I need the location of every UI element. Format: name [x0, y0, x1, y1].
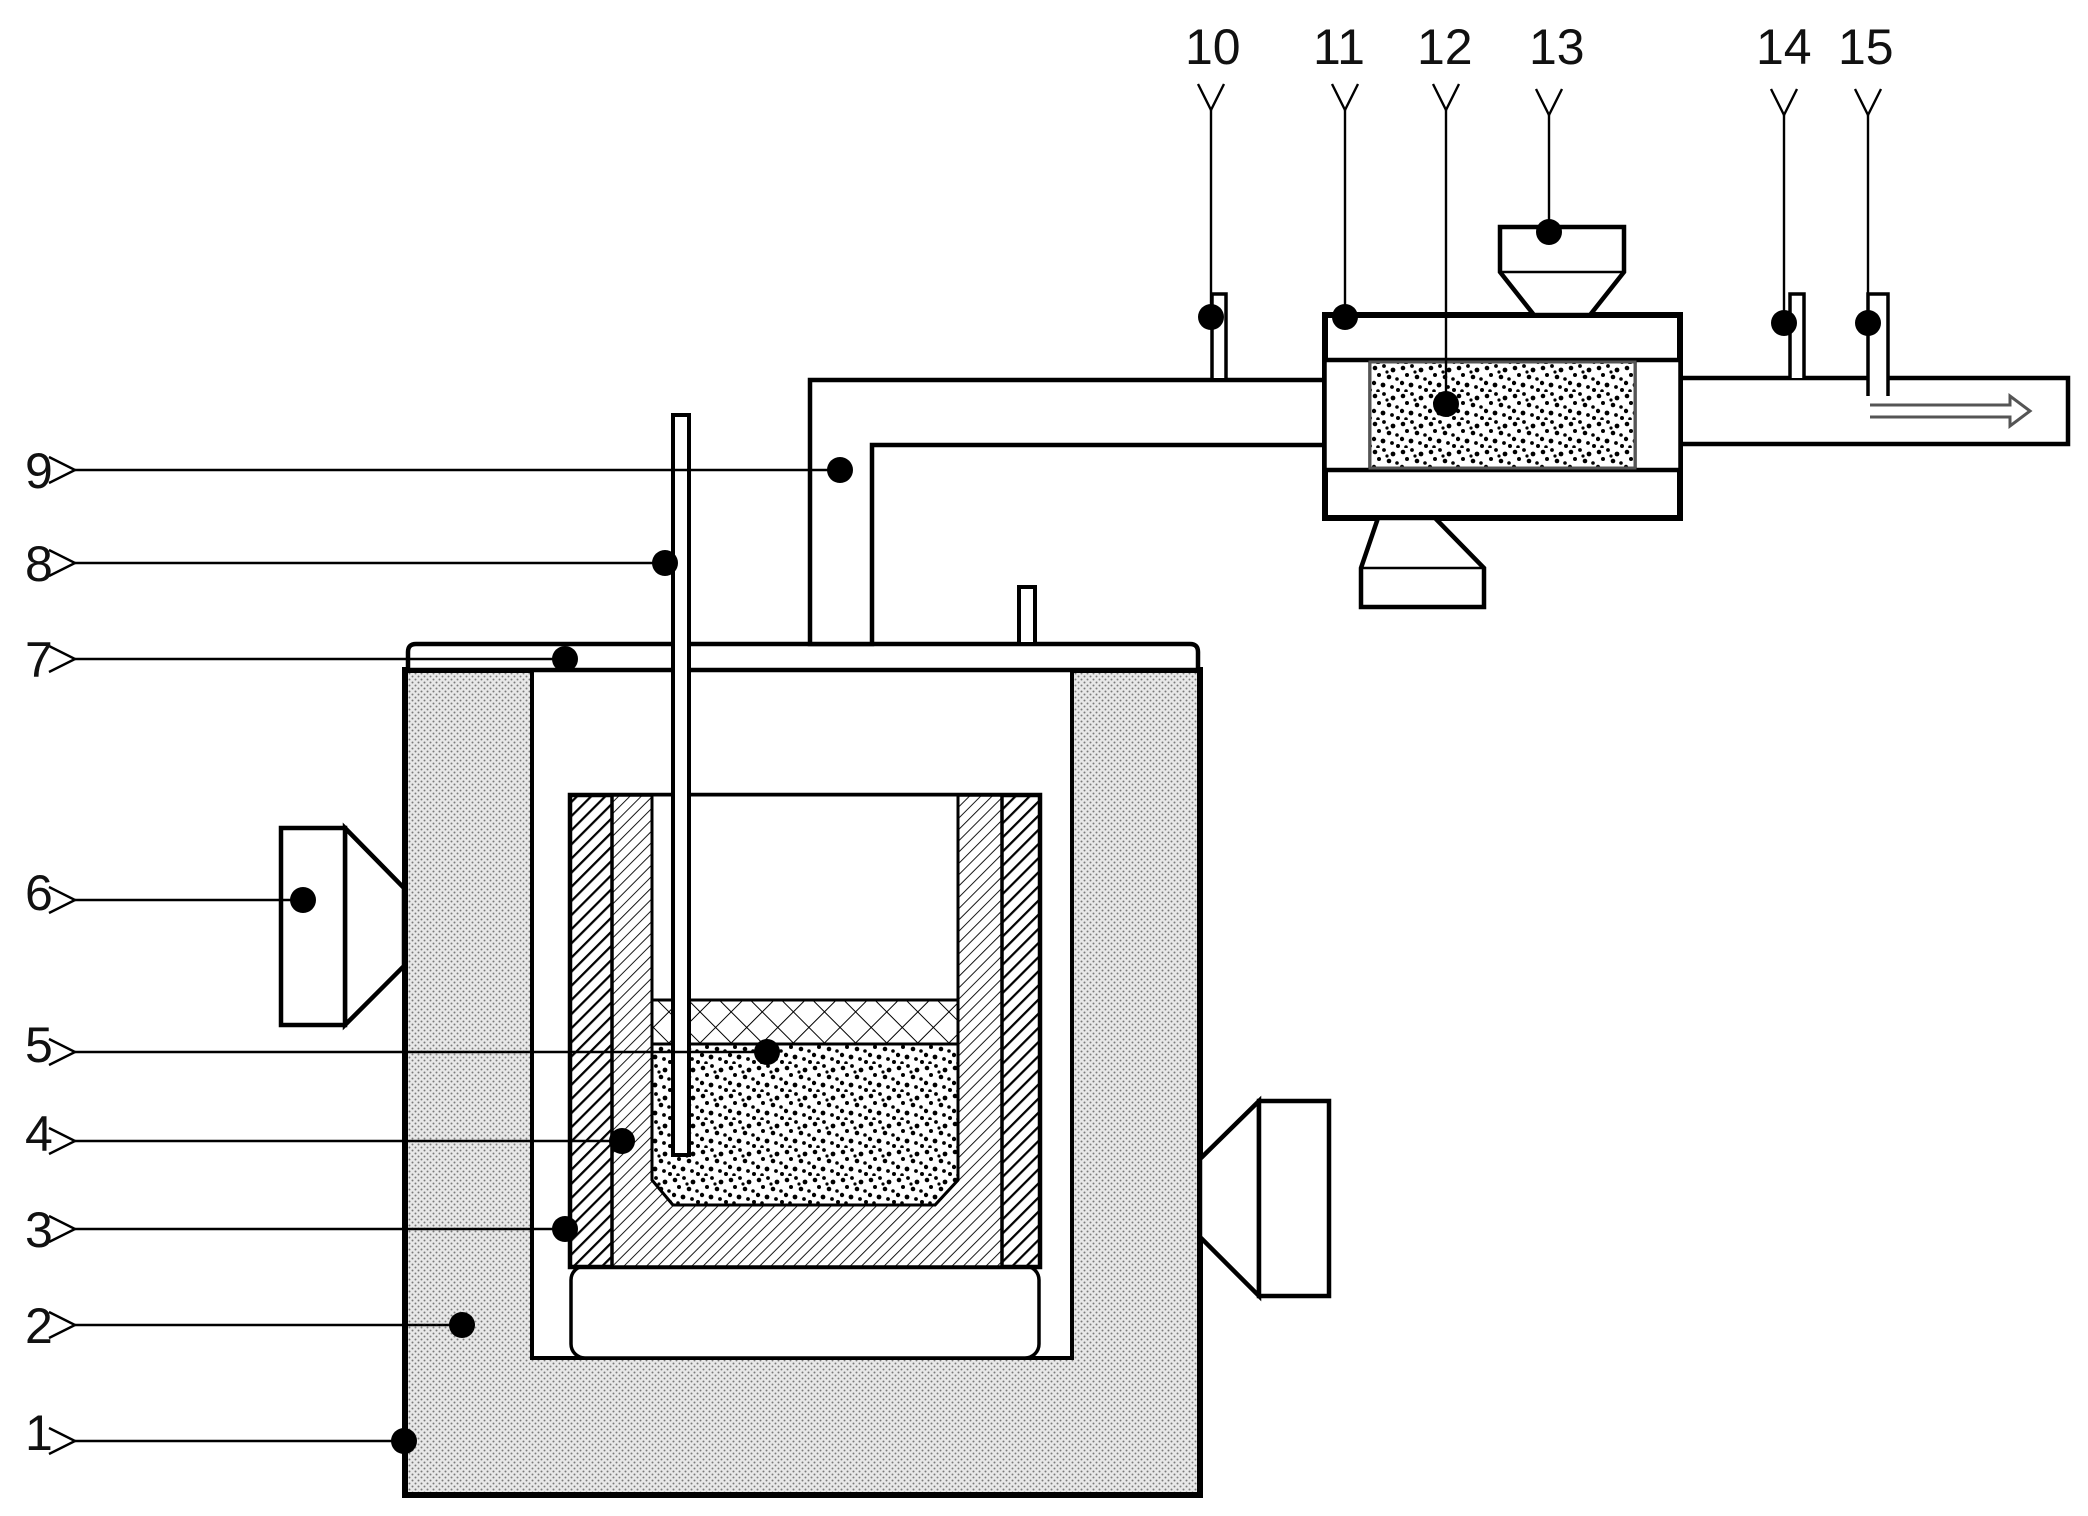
filter-right-cap: [1633, 358, 1682, 472]
left-heater-port: [278, 822, 407, 1031]
lid-vent-pipe: [1017, 585, 1037, 646]
label-12: 12: [1417, 19, 1473, 75]
label-2: 2: [25, 1298, 53, 1354]
label-5: 5: [25, 1017, 53, 1073]
marker-dot-11: [1332, 304, 1358, 330]
marker-dot-15: [1855, 310, 1881, 336]
marker-dot-8: [652, 550, 678, 576]
bottom-hopper: [1358, 515, 1487, 610]
label-14: 14: [1756, 19, 1812, 75]
marker-dot-7: [552, 646, 578, 672]
top-leaders: [1211, 110, 1868, 404]
top-labels: 10 11 12 13 14 15: [1185, 19, 1894, 75]
marker-dot-10: [1198, 304, 1224, 330]
filter-left-cap: [1323, 358, 1372, 472]
outlet-flow-arrow: [1870, 393, 2033, 429]
label-11: 11: [1313, 19, 1365, 75]
filter-medium: [1368, 360, 1637, 470]
label-9: 9: [25, 443, 53, 499]
label-13: 13: [1529, 19, 1585, 75]
marker-dot-1: [391, 1428, 417, 1454]
label-4: 4: [25, 1106, 53, 1162]
marker-dot-4: [609, 1128, 635, 1154]
label-10: 10: [1185, 19, 1241, 75]
duct-body: [807, 377, 1328, 647]
marker-dot-5: [754, 1039, 780, 1065]
probe-pipe-14: [1788, 292, 1806, 378]
label-1: 1: [25, 1405, 53, 1461]
label-3: 3: [25, 1202, 53, 1258]
cover-layer: [650, 998, 960, 1046]
left-leaders: [75, 470, 838, 1441]
label-6: 6: [25, 865, 53, 921]
filter-unit: [1322, 224, 1683, 610]
marker-dot-3: [552, 1216, 578, 1242]
crucible-assembly: [567, 792, 1043, 1270]
marker-dot-9: [827, 457, 853, 483]
marker-dots: [290, 219, 1881, 1454]
crucible-support: [569, 1264, 1041, 1360]
probe-pipe-15: [1866, 292, 1890, 396]
marker-dot-12: [1433, 391, 1459, 417]
charge-material: [650, 1042, 960, 1207]
label-15: 15: [1838, 19, 1894, 75]
marker-dot-14: [1771, 310, 1797, 336]
left-labels: 9 8 7 6 5 4 3 2 1: [25, 443, 53, 1461]
label-8: 8: [25, 536, 53, 592]
marker-dot-2: [449, 1312, 475, 1338]
furnace-lid: [405, 641, 1201, 673]
marker-dot-6: [290, 887, 316, 913]
gas-duct: [807, 375, 2071, 647]
marker-dot-13: [1536, 219, 1562, 245]
label-7: 7: [25, 632, 53, 688]
thermocouple-rod: [671, 413, 691, 1157]
right-heater-port: [1197, 1095, 1332, 1302]
